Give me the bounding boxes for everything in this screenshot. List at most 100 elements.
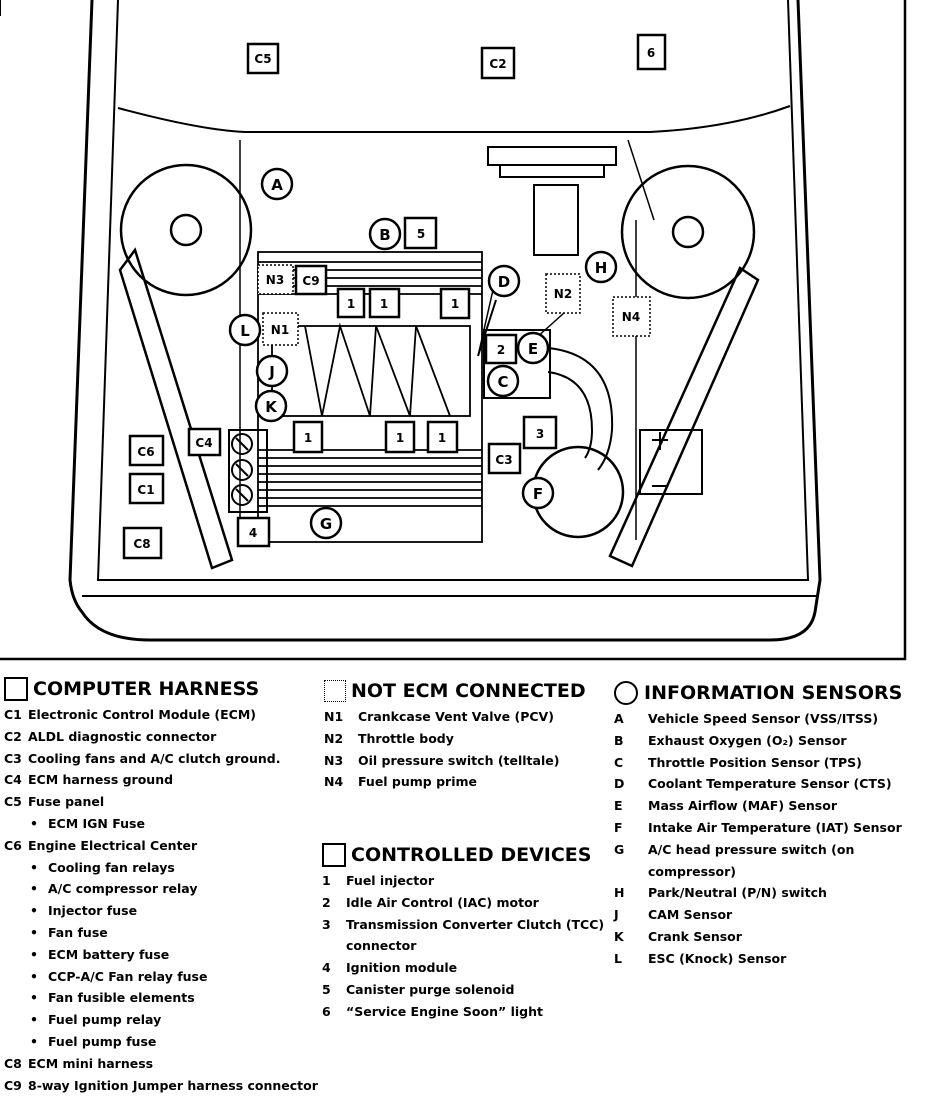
device-6-label: 6: [647, 46, 655, 60]
list-item-continuation: connector: [346, 938, 417, 954]
connector-c6-label: C6: [137, 445, 154, 459]
device-1-f-label: 1: [438, 431, 446, 445]
sensor-b-label: B: [379, 226, 390, 244]
device-1-a-label: 1: [347, 297, 355, 311]
connector-c6: C6: [128, 434, 165, 467]
connector-c3-label: C3: [495, 453, 512, 467]
legend-not-ecm-heading: NOT ECM CONNECTED: [324, 678, 586, 704]
list-subitem: Injector fuse: [4, 900, 318, 922]
device-1-f: 1: [426, 420, 459, 454]
legend-controlled-devices-title: CONTROLLED DEVICES: [351, 844, 592, 866]
square-symbol-icon: [322, 843, 346, 867]
connector-c1-label: C1: [137, 483, 154, 497]
left-strut: [118, 247, 234, 570]
vehicle-body-outline: [68, 0, 822, 642]
device-5: 5: [403, 216, 438, 250]
not-ecm-n4: N4: [612, 296, 651, 337]
legend-computer-harness-title: COMPUTER HARNESS: [33, 678, 260, 700]
circle-symbol-icon: [614, 681, 638, 705]
sensor-a-label: A: [271, 176, 283, 194]
sensor-j: J: [255, 354, 289, 388]
list-subitem: Fuel pump fuse: [4, 1031, 318, 1053]
device-1-e: 1: [384, 420, 416, 454]
sensor-f-label: F: [533, 485, 543, 503]
sensor-l-label: L: [240, 322, 250, 340]
sensor-h-label: H: [595, 259, 608, 277]
not-ecm-n4-label: N4: [622, 310, 640, 324]
connector-c5-label: C5: [254, 52, 271, 66]
connector-c4-label: C4: [195, 436, 212, 450]
ignition-coils: [228, 429, 268, 513]
list-subitem: Fan fusible elements: [4, 987, 318, 1009]
not-ecm-n2-label: N2: [554, 287, 572, 301]
device-3-label: 3: [536, 427, 544, 441]
device-1-e-label: 1: [396, 431, 404, 445]
engine-compartment-diagram: C5 C2 C9 C4 C6 C1 C8 C3 6 5 1 1: [0, 0, 907, 661]
connector-c2: C2: [480, 46, 516, 80]
sensor-k: K: [254, 389, 288, 423]
sensor-h: H: [584, 250, 618, 284]
list-subitem: A/C compressor relay: [4, 878, 318, 900]
sensor-g: G: [309, 506, 343, 540]
device-1-d: 1: [292, 420, 324, 454]
list-subitem: Fan fuse: [4, 922, 318, 944]
right-pulley: [620, 164, 756, 300]
device-2: 2: [484, 333, 518, 365]
sensor-b: B: [368, 217, 402, 251]
battery: [639, 429, 703, 495]
list-subitem: Fuel pump relay: [4, 1009, 318, 1031]
right-strut: [608, 266, 760, 568]
device-4-label: 4: [249, 526, 257, 540]
sensor-j-label: J: [268, 363, 275, 381]
connector-c8-label: C8: [133, 537, 150, 551]
device-1-d-label: 1: [304, 431, 312, 445]
not-ecm-n1-label: N1: [271, 323, 289, 337]
legend-information-sensors-title: INFORMATION SENSORS: [644, 682, 903, 704]
not-ecm-n3: N3: [257, 264, 294, 295]
connector-c4: C4: [187, 427, 222, 457]
legend-computer-harness-heading: COMPUTER HARNESS: [4, 676, 318, 702]
device-6: 6: [636, 33, 667, 71]
sensor-d: D: [487, 264, 521, 298]
connector-c1: C1: [128, 472, 165, 505]
sensor-k-label: K: [265, 398, 278, 416]
sensor-d-label: D: [498, 273, 510, 291]
square-symbol-icon: [4, 677, 28, 701]
connector-c8: C8: [122, 526, 163, 560]
list-subitem: CCP-A/C Fan relay fuse: [4, 966, 318, 988]
device-2-label: 2: [497, 343, 505, 357]
list-item-continuation: compressor): [648, 863, 736, 879]
list-subitem: Cooling fan relays: [4, 857, 318, 879]
legend-not-ecm-title: NOT ECM CONNECTED: [351, 680, 586, 702]
sensor-e-label: E: [528, 340, 538, 358]
sensor-l: L: [228, 313, 262, 347]
sensor-g-label: G: [320, 515, 332, 533]
diagram-frame: [0, 0, 907, 661]
not-ecm-n1: N1: [262, 312, 299, 346]
device-1-c-label: 1: [451, 297, 459, 311]
connector-c2-label: C2: [489, 57, 506, 71]
device-1-a: 1: [336, 287, 366, 319]
